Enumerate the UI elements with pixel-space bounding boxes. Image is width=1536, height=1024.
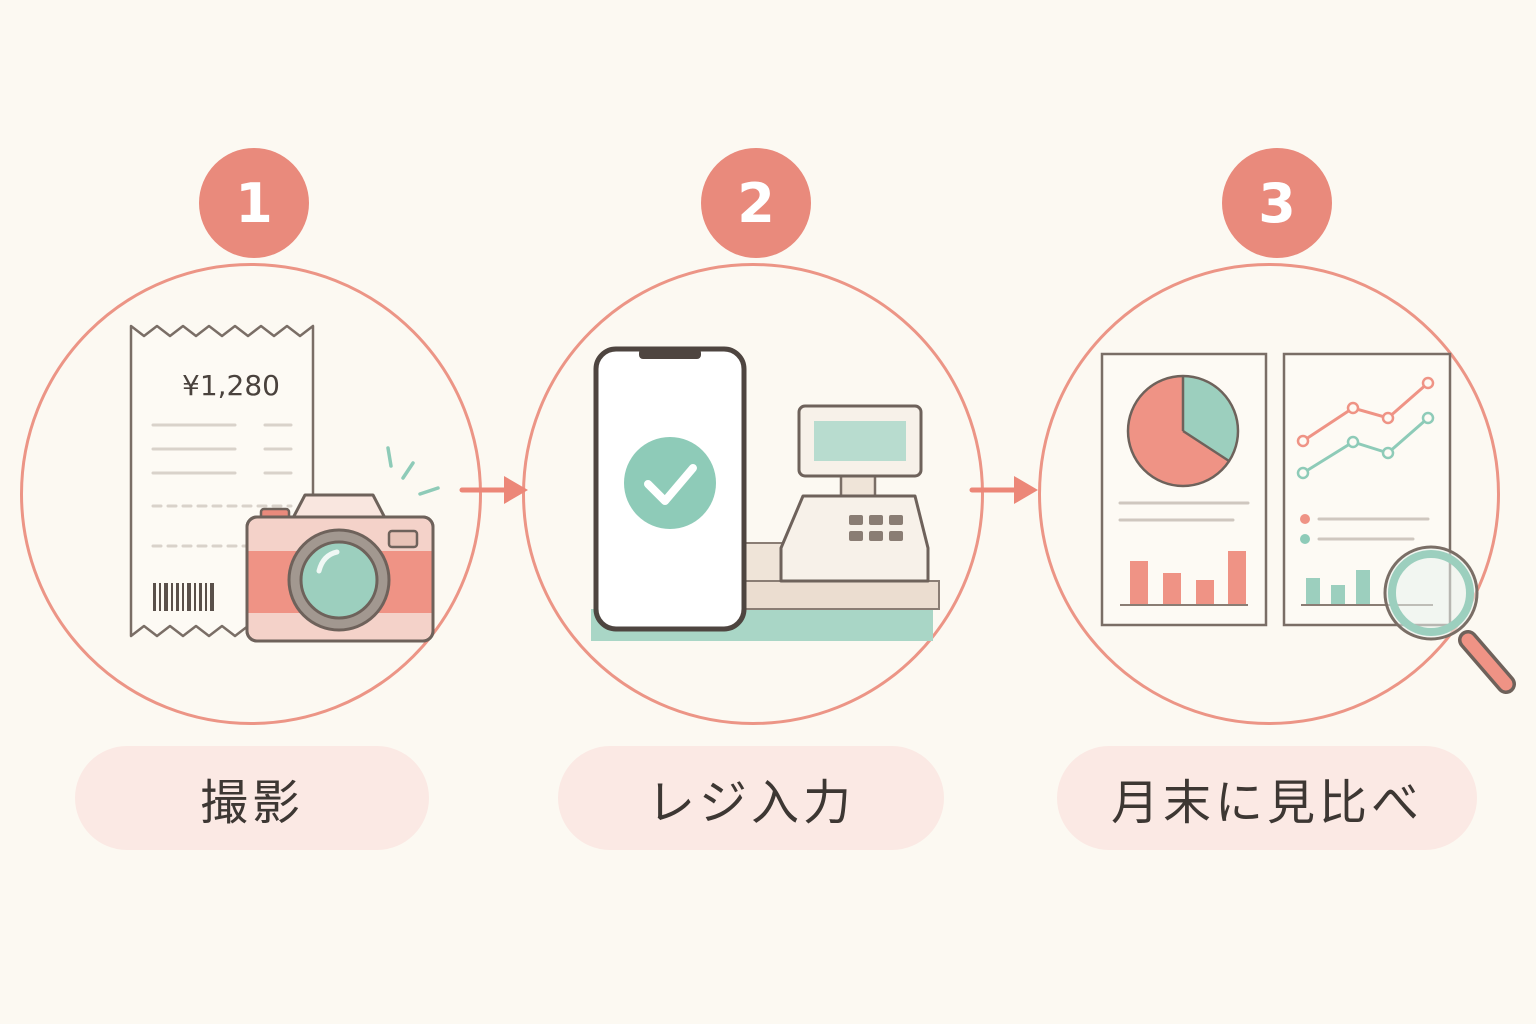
step-1-badge: 1 bbox=[199, 148, 309, 258]
step-1-circle: ¥1,280 bbox=[20, 263, 482, 725]
line-chart-report-icon bbox=[1282, 352, 1452, 627]
magnifier-icon bbox=[1383, 545, 1516, 694]
step-1-label: 撮影 bbox=[75, 746, 429, 850]
step-2-illustration bbox=[591, 346, 940, 641]
step-3-illustration bbox=[1100, 352, 1516, 694]
step-3-badge: 3 bbox=[1222, 148, 1332, 258]
step-2-label: レジ入力 bbox=[558, 746, 944, 850]
step-3-circle bbox=[1038, 263, 1516, 725]
step-2-label-text: レジ入力 bbox=[646, 775, 855, 831]
step-2-badge: 2 bbox=[701, 148, 811, 258]
arrow-right-icon bbox=[459, 476, 528, 504]
pie-chart-report-icon bbox=[1100, 352, 1268, 627]
smartphone-check-icon bbox=[593, 346, 747, 632]
step-2-circle bbox=[522, 263, 984, 725]
cash-register-icon bbox=[591, 404, 940, 641]
step-1-illustration: ¥1,280 bbox=[129, 324, 440, 643]
step-3-label: 月末に見比べ bbox=[1057, 746, 1477, 850]
receipt-amount: ¥1,280 bbox=[182, 369, 280, 402]
step-3-label-text: 月末に見比べ bbox=[1110, 775, 1423, 831]
arrow-right-icon bbox=[969, 476, 1038, 504]
camera-icon bbox=[245, 446, 440, 643]
step-1-label-text: 撮影 bbox=[199, 775, 304, 831]
